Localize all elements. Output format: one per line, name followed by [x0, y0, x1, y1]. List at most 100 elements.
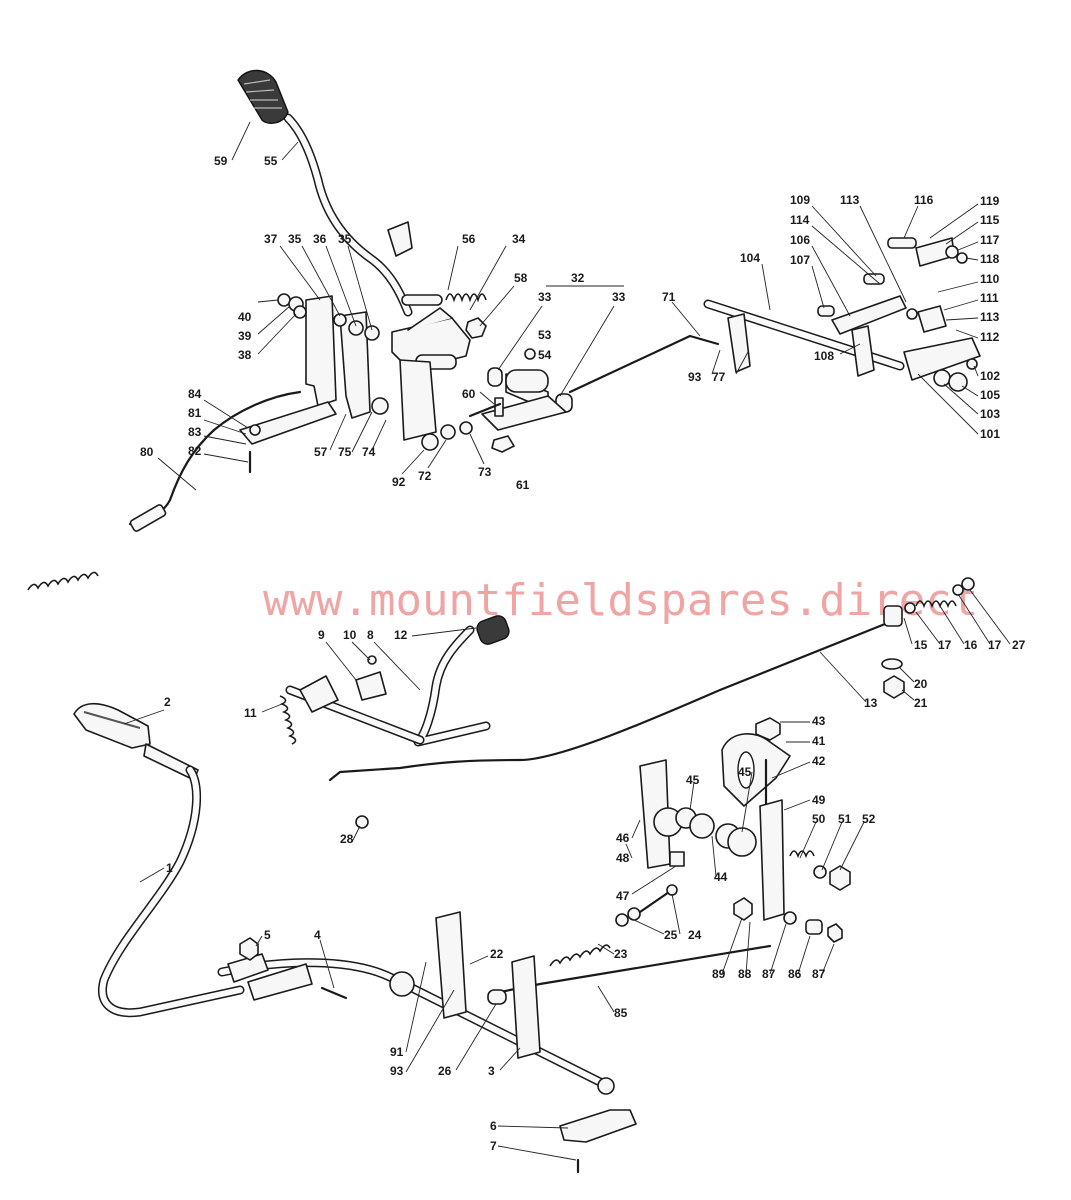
nut-61 — [491, 435, 515, 453]
lever-bracket-34 — [391, 307, 471, 441]
callout-73: 73 — [478, 465, 492, 479]
callout-7: 7 — [490, 1139, 497, 1153]
bracket-49 — [759, 799, 851, 921]
disc-45 — [715, 823, 757, 857]
watermark-text: www.mountfieldspares.direct — [263, 575, 978, 626]
callout-51: 51 — [838, 812, 852, 826]
callout-17b: 17 — [988, 638, 1002, 652]
callout-80: 80 — [140, 445, 154, 459]
callout-52: 52 — [862, 812, 876, 826]
callout-2: 2 — [164, 695, 171, 709]
callout-114: 114 — [790, 213, 810, 227]
callout-36: 36 — [313, 232, 327, 246]
callout-88: 88 — [738, 967, 752, 981]
callout-45a: 45 — [686, 773, 700, 787]
callout-13: 13 — [864, 696, 878, 710]
washer-38 — [293, 305, 307, 319]
callout-87b: 87 — [812, 967, 826, 981]
lever-knob-59 — [237, 69, 289, 124]
callout-59: 59 — [214, 154, 228, 168]
callout-113a: 113 — [840, 193, 860, 207]
callout-22: 22 — [490, 947, 504, 961]
callout-104: 104 — [740, 251, 760, 265]
callout-6: 6 — [490, 1119, 497, 1133]
callout-5: 5 — [264, 928, 271, 942]
callout-labels: 59 55 56 34 37 35 36 35 58 32 33 33 53 5… — [140, 154, 1026, 1153]
washer-28 — [355, 815, 369, 829]
callout-11: 11 — [244, 706, 257, 720]
callout-115: 115 — [980, 213, 1000, 227]
callout-1: 1 — [166, 861, 173, 875]
rod-13 — [328, 620, 892, 782]
callout-42: 42 — [812, 754, 826, 768]
callout-3: 3 — [488, 1064, 495, 1078]
callout-39: 39 — [238, 329, 252, 343]
lever-plates-37-35-36 — [305, 295, 380, 419]
callout-24: 24 — [688, 928, 702, 942]
washer-40 — [277, 293, 291, 307]
callout-10: 10 — [343, 628, 357, 642]
pedal-rod-1 — [98, 765, 245, 1018]
callout-34: 34 — [512, 232, 526, 246]
callout-45b: 45 — [738, 765, 752, 779]
hardware-86-89 — [733, 897, 843, 943]
callout-85: 85 — [614, 1006, 628, 1020]
callout-50: 50 — [812, 812, 826, 826]
cable-80 — [27, 390, 302, 591]
rod-71 — [568, 334, 720, 394]
callout-61: 61 — [516, 478, 530, 492]
bolt-4 — [320, 986, 348, 1000]
callout-17a: 17 — [938, 638, 952, 652]
callout-112: 112 — [980, 330, 1000, 344]
leader-lines — [123, 121, 1011, 1161]
callout-25: 25 — [664, 928, 678, 942]
callout-60: 60 — [462, 387, 476, 401]
callout-20: 20 — [914, 677, 928, 691]
cable-bracket-81 — [239, 401, 337, 474]
pivot-bushings-32 — [481, 348, 573, 431]
callout-106: 106 — [790, 233, 810, 247]
callout-37: 37 — [264, 232, 278, 246]
callout-93b: 93 — [390, 1064, 404, 1078]
callout-16: 16 — [964, 638, 978, 652]
callout-15: 15 — [914, 638, 928, 652]
callout-111: 111 — [980, 291, 999, 305]
cam-plate-41 — [721, 717, 791, 832]
callout-93a: 93 — [688, 370, 702, 384]
callout-53: 53 — [538, 328, 552, 342]
spring-23 — [549, 944, 611, 967]
bolt-60 — [468, 402, 502, 418]
callout-4: 4 — [314, 928, 321, 942]
nut-73 — [459, 421, 473, 435]
callout-33b: 33 — [612, 290, 626, 304]
pivot-pin — [401, 294, 443, 306]
rod-end-15 — [881, 577, 975, 699]
callout-26: 26 — [438, 1064, 452, 1078]
callout-27: 27 — [1012, 638, 1026, 652]
callout-41: 41 — [812, 734, 826, 748]
callout-107: 107 — [790, 253, 810, 267]
callout-9: 9 — [318, 628, 325, 642]
screw-10 — [367, 655, 377, 665]
brake-lever-8 — [285, 625, 491, 747]
drive-pedal-2 — [73, 702, 199, 781]
callout-116: 116 — [914, 193, 934, 207]
callout-102: 102 — [980, 369, 1000, 383]
callout-83: 83 — [188, 425, 202, 439]
callout-91: 91 — [390, 1045, 404, 1059]
callout-108: 108 — [814, 349, 834, 363]
spring-56 — [445, 293, 487, 303]
plate-46 — [639, 759, 715, 869]
callout-48: 48 — [616, 851, 630, 865]
callout-8: 8 — [367, 628, 374, 642]
callout-55: 55 — [264, 154, 278, 168]
clip-6 — [559, 1109, 637, 1143]
callout-119: 119 — [980, 194, 1000, 208]
plate-9 — [355, 671, 387, 701]
callout-28: 28 — [340, 832, 354, 846]
callout-33a: 33 — [538, 290, 552, 304]
callout-40: 40 — [238, 310, 252, 324]
callout-47: 47 — [616, 889, 630, 903]
callout-101: 101 — [980, 427, 1000, 441]
